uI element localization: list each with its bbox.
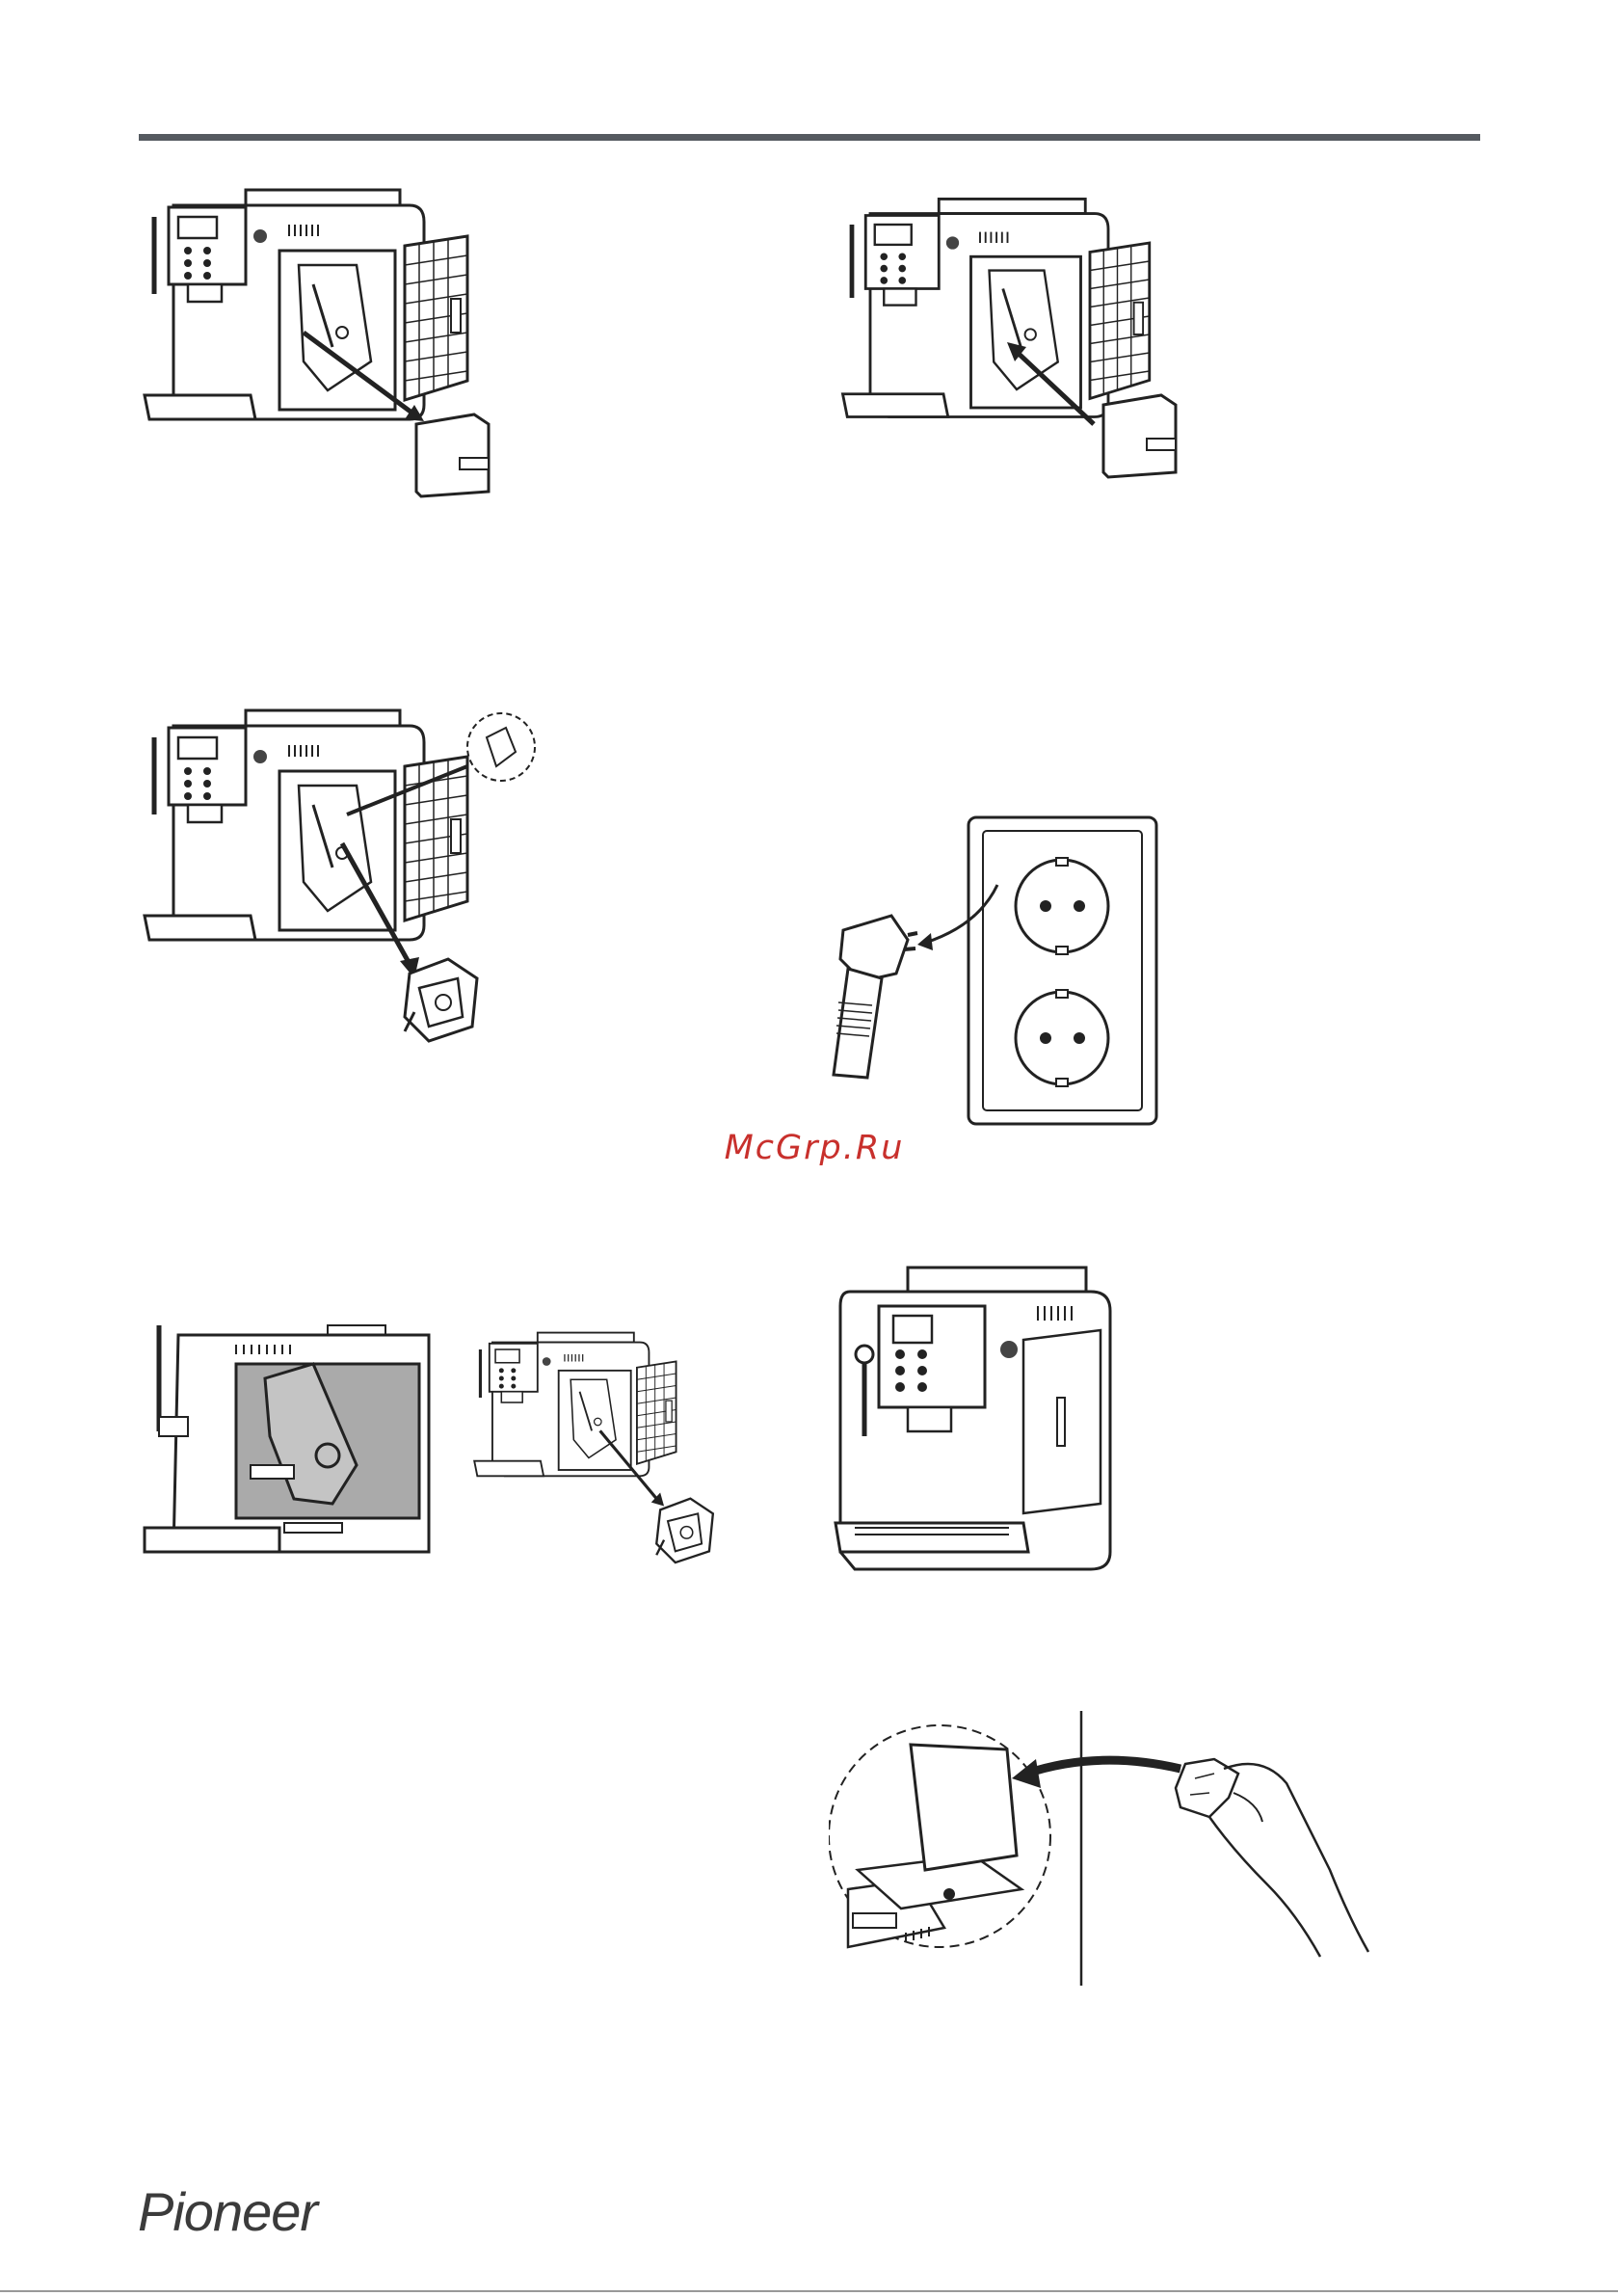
wipe-lid-icon (829, 1706, 1397, 1995)
remove-drip-tray-icon (135, 178, 540, 506)
reinsert-brewing-unit-icon (467, 1325, 785, 1566)
watermark: McGrp.Ru (718, 1129, 911, 1167)
page-bottom-line (0, 2290, 1618, 2292)
insert-drip-tray-icon (834, 178, 1219, 487)
brewing-unit-side-view-icon (140, 1321, 438, 1562)
remove-brewing-unit-icon (135, 699, 549, 1051)
brand-logo: Pioneer (138, 2180, 317, 2243)
header-rule (139, 134, 1480, 141)
closed-machine-icon (831, 1263, 1120, 1581)
unplug-power-icon (809, 810, 1166, 1128)
